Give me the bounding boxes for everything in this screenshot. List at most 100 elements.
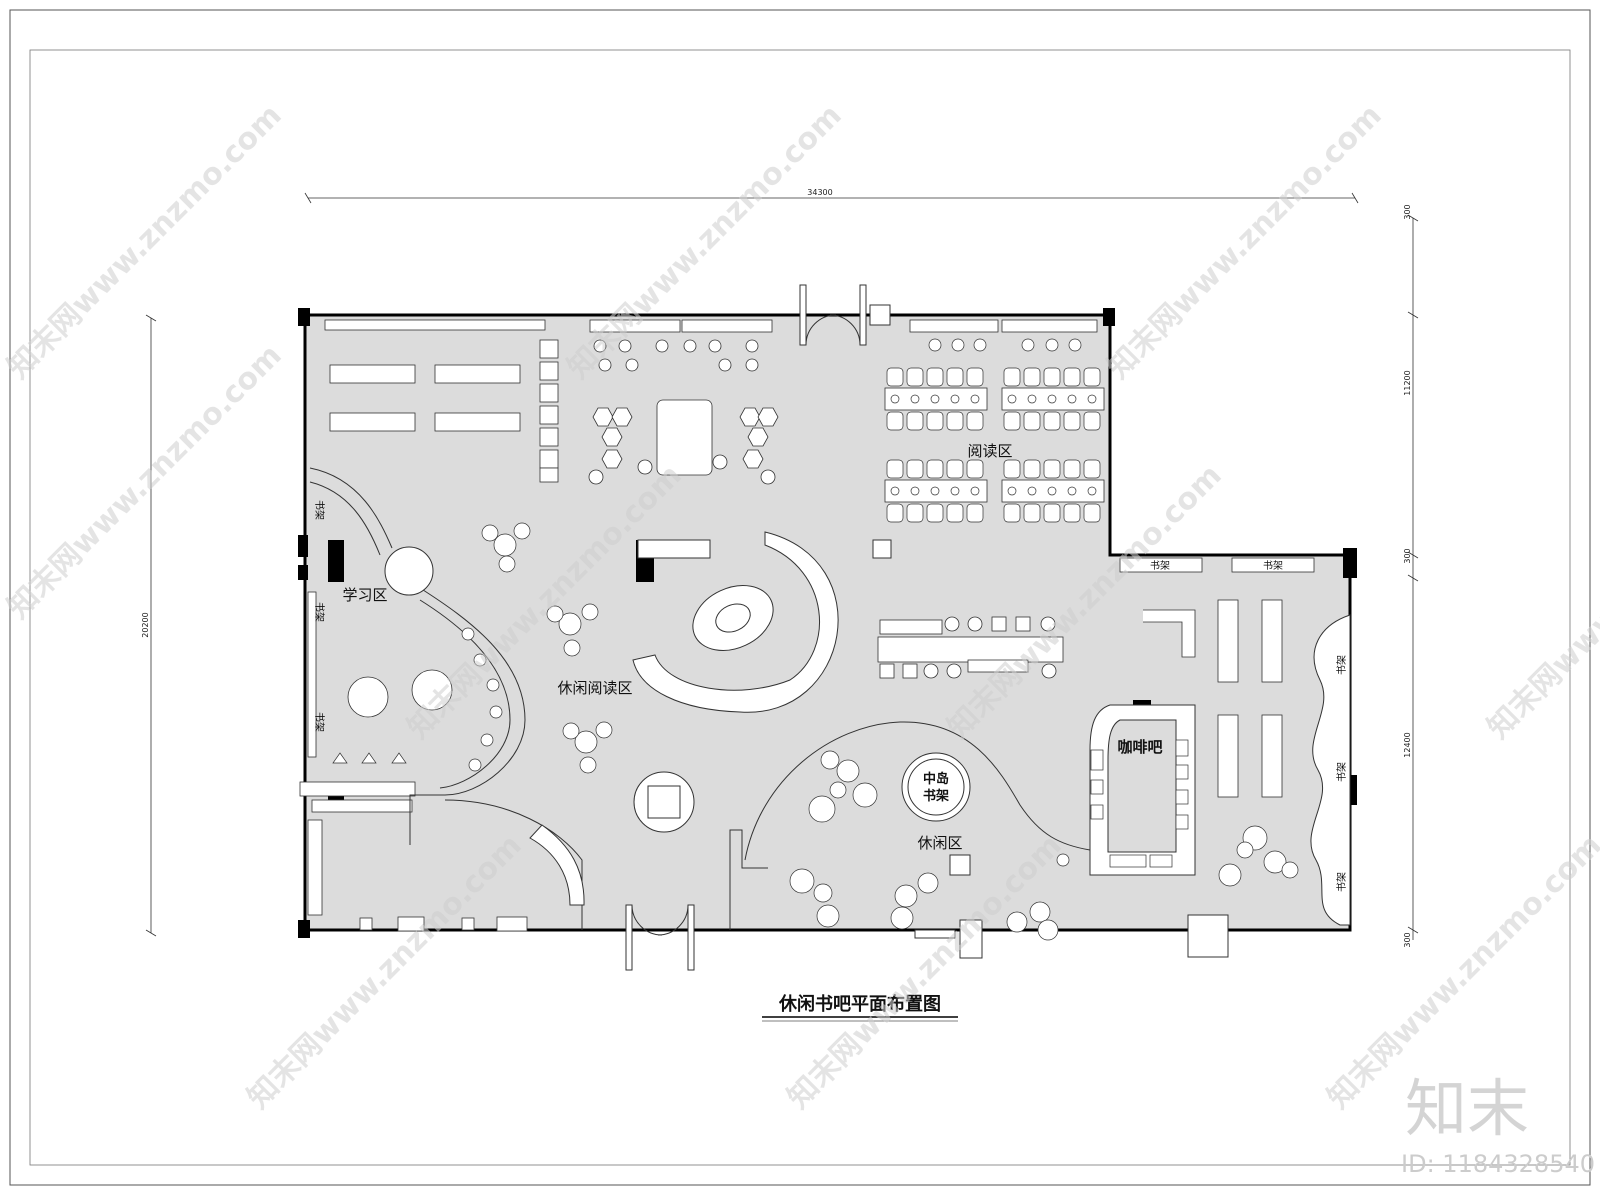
dim-right-bottom-2: 300: [1403, 932, 1412, 947]
zone-reading-label: 阅读区: [967, 442, 1012, 460]
coffee-bar-equipment: [1090, 739, 1189, 868]
leisure-reading-chairs: [481, 522, 613, 774]
table-lamp: [970, 486, 980, 496]
table-lamp: [930, 486, 940, 496]
bookshelf-label-top-2: 书架: [1263, 560, 1283, 572]
table-lamp: [1087, 486, 1097, 496]
table-lamp: [1027, 394, 1037, 404]
reading-chair: [1083, 459, 1101, 479]
reading-chair: [1083, 367, 1101, 387]
reading-chair: [886, 503, 904, 523]
bookshelf-label-right-1: 书架: [1336, 655, 1348, 675]
drawing-title: 休闲书吧平面布置图: [778, 993, 941, 1015]
table-lamp: [1047, 394, 1057, 404]
reading-chair: [1003, 459, 1021, 479]
display-box: [637, 539, 711, 559]
table-lamp: [970, 394, 980, 404]
reading-chair: [966, 503, 984, 523]
leisure-curve: [729, 721, 1229, 959]
leisure-chairs: [789, 750, 1070, 941]
bookshelf-label-left-1: 书架: [313, 500, 325, 520]
bench-stools: [539, 339, 559, 483]
reading-chair: [926, 459, 944, 479]
reading-chair: [1023, 459, 1041, 479]
left-wall-shelves: [299, 591, 416, 916]
right-lounge-chairs: [1218, 825, 1299, 887]
reading-chair: [946, 367, 964, 387]
study-round-stools: [461, 627, 503, 772]
table-lamp: [950, 394, 960, 404]
lower-left-room: [409, 794, 585, 930]
svg-text:知末网www.znzmo.com: 知末网www.znzmo.com: [1, 98, 289, 386]
svg-text:知末网www.znzmo.com: 知末网www.znzmo.com: [1101, 98, 1389, 386]
table-lamp: [950, 486, 960, 496]
reading-chair: [1043, 503, 1061, 523]
reading-chair: [946, 411, 964, 431]
table-lamp: [890, 394, 900, 404]
reading-chair: [886, 367, 904, 387]
table-lamp: [1067, 486, 1077, 496]
dim-right-top-1: 300: [1403, 204, 1412, 219]
bookshelf-label-right-2: 书架: [1336, 762, 1348, 782]
svg-text:知末网www.znzmo.com: 知末网www.znzmo.com: [1, 338, 289, 626]
reading-chair: [966, 367, 984, 387]
reading-chair: [946, 503, 964, 523]
dim-right-top-2: 11200: [1403, 370, 1412, 395]
reading-chair: [966, 411, 984, 431]
reading-chair: [1063, 503, 1081, 523]
island-bookshelf: [901, 752, 971, 822]
reading-top-chairs: [928, 338, 1082, 352]
lower-left-desks: [359, 916, 528, 932]
bottom-entrance-door: [625, 904, 695, 971]
reading-chair: [906, 459, 924, 479]
reading-chair: [1063, 459, 1081, 479]
bookshelf-label-left-2: 书架: [313, 602, 325, 622]
dim-right-bottom-1: 12400: [1403, 732, 1412, 757]
top-wall-shelves: [324, 319, 1315, 573]
table-lamp: [1047, 486, 1057, 496]
hex-seating-group: [588, 339, 779, 485]
zone-study-label: 学习区: [342, 586, 387, 604]
dim-top-width: 34300: [807, 188, 832, 197]
study-pouf-seats: [332, 752, 407, 764]
reading-chair: [906, 367, 924, 387]
reading-chair: [966, 459, 984, 479]
table-lamp: [1007, 486, 1017, 496]
island-shelf-label-2: 书架: [923, 788, 949, 804]
reading-chair: [1003, 503, 1021, 523]
zone-leisure-label: 休闲区: [917, 834, 962, 852]
pillar-box: [872, 539, 892, 559]
reading-chair: [886, 411, 904, 431]
table-lamp: [890, 486, 900, 496]
table-lamp: [1007, 394, 1017, 404]
reading-chair: [1003, 367, 1021, 387]
reading-chair: [886, 459, 904, 479]
top-entrance-door: [799, 284, 891, 346]
reading-chair: [906, 411, 924, 431]
reading-table-lamps: [890, 394, 1097, 496]
zone-leisure-reading-label: 休闲阅读区: [557, 679, 632, 697]
reading-chairs: [886, 367, 1101, 523]
brand-watermark: 知末: [1405, 1072, 1529, 1145]
table-lamp: [1067, 394, 1077, 404]
table-lamp: [910, 394, 920, 404]
reading-chair: [1063, 367, 1081, 387]
bookshelf-label-left-3: 书架: [313, 712, 325, 732]
round-display: [633, 771, 695, 833]
reading-chair: [946, 459, 964, 479]
reading-chair: [1043, 411, 1061, 431]
reading-chair: [906, 503, 924, 523]
table-lamp: [910, 486, 920, 496]
right-bookshelves: [1143, 599, 1283, 798]
svg-text:知末网www.znzmo.com: 知末网www.znzmo.com: [1481, 458, 1600, 746]
zone-coffee-bar-label: 咖啡吧: [1117, 738, 1162, 756]
reading-chair: [1063, 411, 1081, 431]
dim-right-mid: 300: [1403, 548, 1412, 563]
dim-left-height: 20200: [141, 612, 150, 637]
study-shelves: [329, 364, 521, 432]
right-wave-shelf: [1310, 614, 1351, 926]
reading-chair: [926, 411, 944, 431]
reading-chair: [1003, 411, 1021, 431]
bookshelf-label-top-1: 书架: [1150, 560, 1170, 572]
